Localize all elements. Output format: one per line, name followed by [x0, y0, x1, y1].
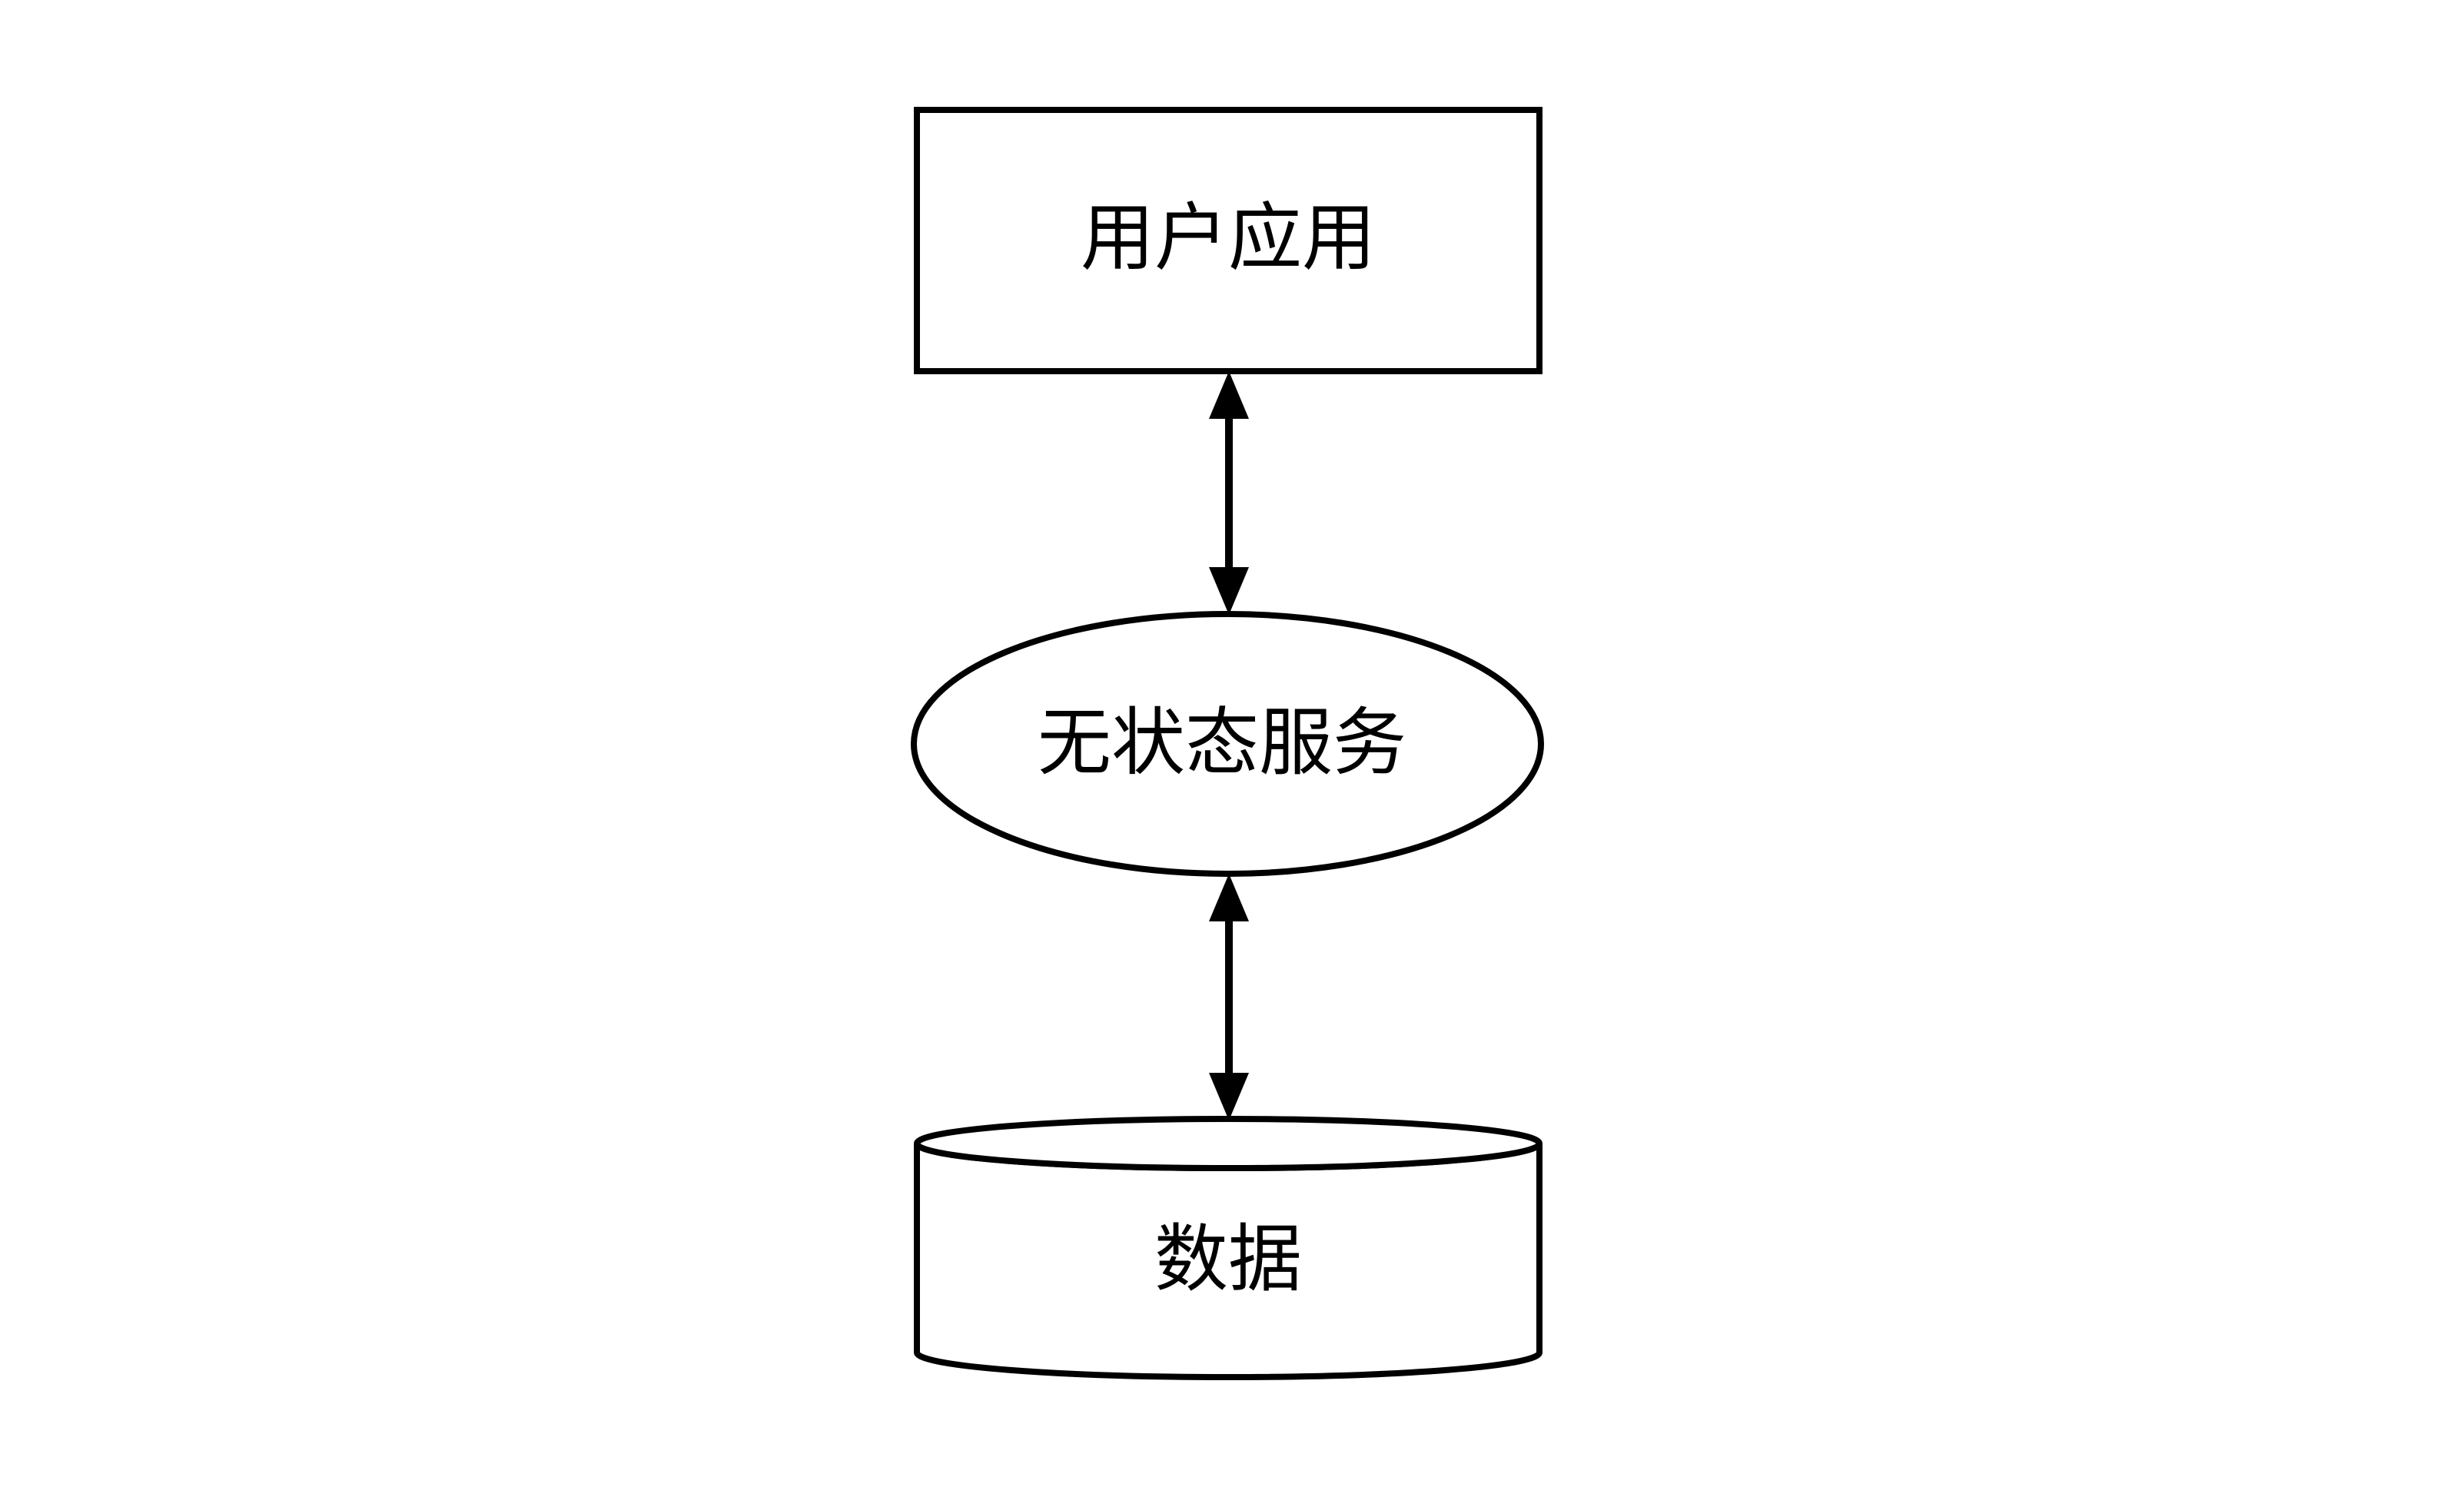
- edge-app-service[interactable]: [1209, 371, 1249, 615]
- node-stateless-service[interactable]: 无状态服务: [911, 611, 1544, 877]
- edge-service-data-arrowhead-up: [1209, 874, 1249, 921]
- edge-service-data[interactable]: [1209, 874, 1249, 1120]
- node-data-store[interactable]: 数据: [914, 1116, 1542, 1380]
- data-store-cylinder-top: [914, 1116, 1542, 1171]
- edge-app-service-arrowhead-down: [1209, 567, 1249, 615]
- edge-app-service-arrowhead-up: [1209, 371, 1249, 419]
- stateless-service-label: 无状态服务: [1038, 699, 1406, 785]
- data-store-label: 数据: [1154, 1216, 1302, 1302]
- user-app-label: 用户应用: [1081, 194, 1376, 280]
- stateless-service-ellipse[interactable]: [911, 611, 1544, 877]
- user-app-rectangle[interactable]: [914, 107, 1542, 374]
- edge-service-data-arrowhead-down: [1209, 1073, 1249, 1120]
- node-user-app[interactable]: 用户应用: [914, 107, 1542, 374]
